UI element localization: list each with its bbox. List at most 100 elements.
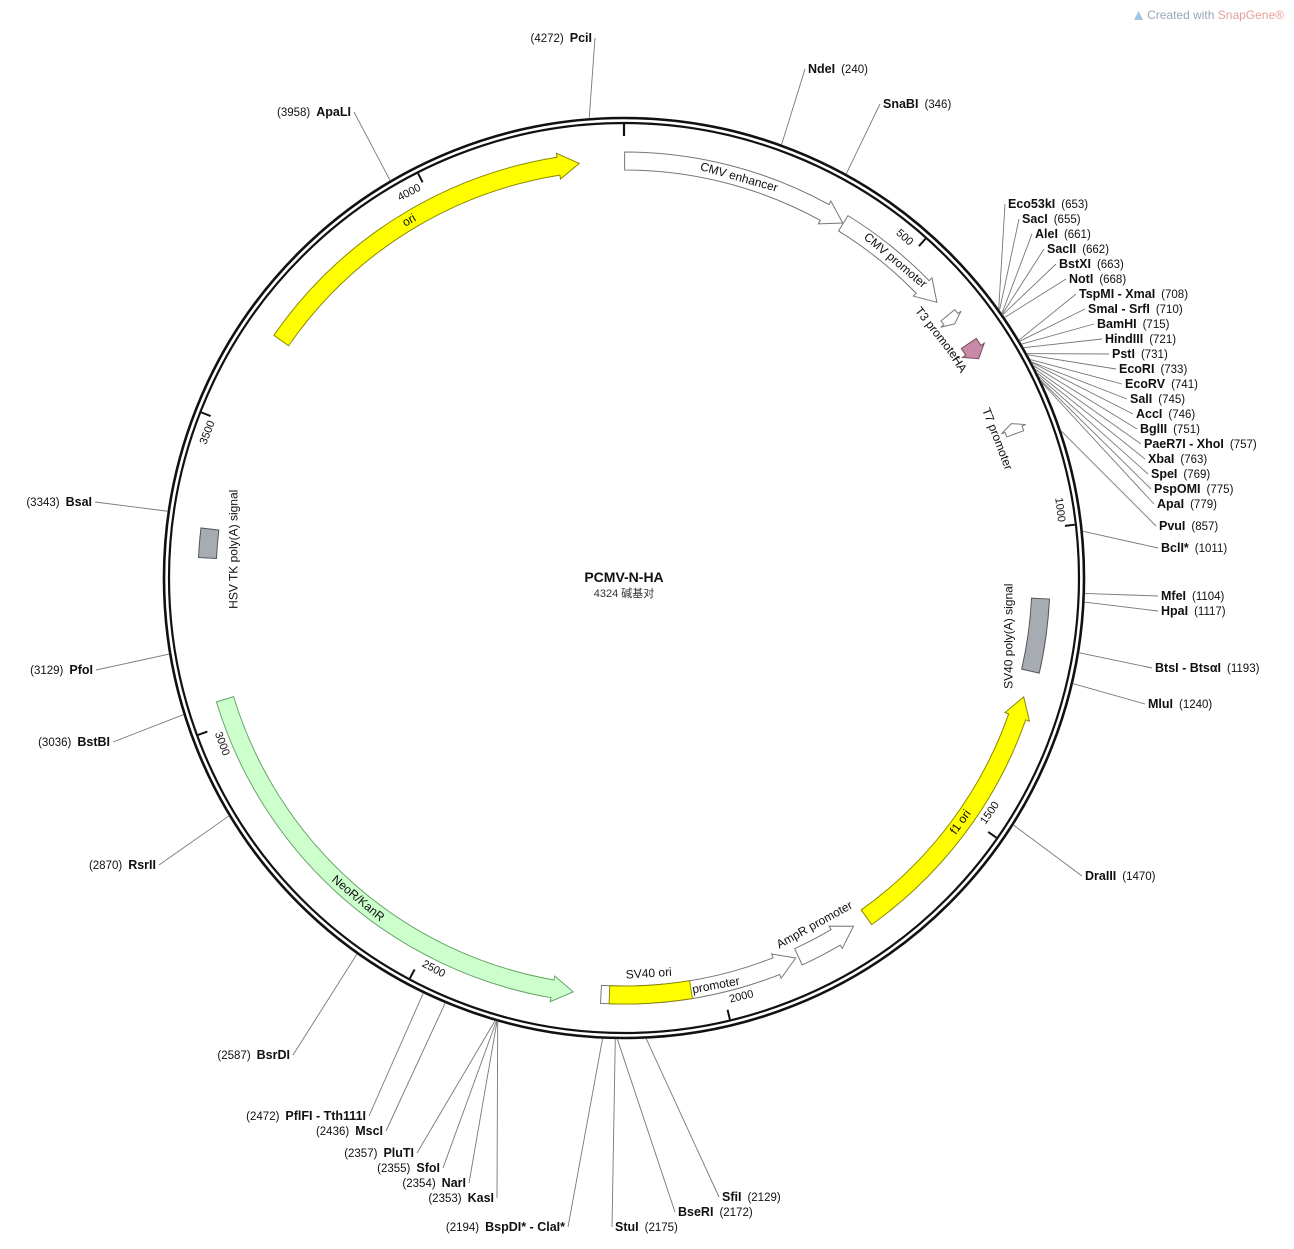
site-acci[interactable]: AccI(746) [1031,361,1195,421]
site-bglii[interactable]: BglII(751) [1032,364,1200,436]
site-snabi[interactable]: SnaBI(346) [845,97,951,175]
site-bcli[interactable]: BclI*(1011) [1082,530,1228,555]
site-hindiii[interactable]: HindIII(721) [1023,332,1176,349]
site-bamhi[interactable]: BamHI(715) [1021,317,1170,345]
site-smai-srfi[interactable]: SmaI - SrfI(710) [1019,302,1183,342]
site-msci[interactable]: (2436)MscI [316,1002,446,1138]
feature-ha[interactable] [960,337,986,360]
site-eco53ki[interactable]: Eco53kI(653) [998,197,1089,310]
site-nari[interactable]: (2354)NarI [402,1021,498,1190]
site-rsrii[interactable]: (2870)RsrII [89,815,230,872]
plasmid-length: 4324 碱基对 [594,586,655,600]
feature-sv40-ori[interactable] [608,980,693,1005]
feature-t7-promoter[interactable] [1001,423,1026,438]
feature-neor-kanr[interactable] [215,695,575,1003]
site-label: MfeI(1104) [1161,589,1225,603]
site-label: (2436)MscI [316,1124,383,1138]
plasmid-backbone [162,116,1086,1040]
site-pfoi[interactable]: (3129)PfoI [30,653,170,677]
site-enzyme-name: MfeI [1161,589,1186,603]
feature-hsv-tk-poly-a-signal[interactable] [197,527,220,559]
site-position: (2175) [645,1222,678,1234]
site-enzyme-name: ApaI [1157,497,1184,511]
site-label: PstI(731) [1112,347,1168,361]
site-enzyme-name: PluTI [383,1146,414,1160]
site-sfii[interactable]: SfiI(2129) [645,1038,781,1204]
site-alei[interactable]: AleI(661) [1001,227,1091,314]
site-pcii[interactable]: (4272)PciI [531,31,596,119]
site-noti[interactable]: NotI(668) [1004,272,1126,319]
site-position: (779) [1190,499,1217,511]
site-btsi-bts-i[interactable]: BtsI - BtsαI(1193) [1078,652,1260,675]
site-label: NdeI(240) [808,62,868,76]
site-saci[interactable]: SacI(655) [999,212,1081,311]
site-ndei[interactable]: NdeI(240) [781,62,869,145]
site-leader-line [845,103,881,175]
feature-sv40-poly-a-signal[interactable] [1021,597,1051,674]
feature-cmv-promoter[interactable] [837,214,938,304]
site-hpai[interactable]: HpaI(1117) [1084,601,1226,618]
site-label: (3036)BstBI [38,735,110,749]
site-bsrdi[interactable]: (2587)BsrDI [217,953,358,1062]
site-position: (3036) [38,737,71,749]
feature-ori[interactable] [273,152,581,347]
site-position: (746) [1168,409,1195,421]
site-enzyme-name: BglII [1140,422,1167,436]
site-draiii[interactable]: DraIII(1470) [1013,824,1156,883]
site-enzyme-name: MscI [355,1124,383,1138]
site-leader-line [1034,368,1142,445]
site-position: (1193) [1227,663,1260,675]
site-enzyme-name: KasI [468,1191,494,1205]
site-spei[interactable]: SpeI(769) [1038,375,1210,481]
site-bstbi[interactable]: (3036)BstBI [38,714,184,749]
site-paer7i-xhoi[interactable]: PaeR7I - XhoI(757) [1034,368,1257,451]
site-tspmi-xmai[interactable]: TspMI - XmaI(708) [1018,287,1188,341]
scale-tick [197,730,208,736]
site-enzyme-name: SnaBI [883,97,918,111]
site-sfoi[interactable]: (2355)SfoI [377,1020,497,1175]
site-psti[interactable]: PstI(731) [1026,347,1168,361]
feature-ampr-promoter[interactable] [794,925,855,966]
site-kasi[interactable]: (2353)KasI [428,1021,499,1205]
site-sali[interactable]: SalI(745) [1030,361,1185,406]
site-label: EcoRV(741) [1125,377,1198,391]
feature-f1-ori[interactable] [860,696,1031,926]
site-apali[interactable]: (3958)ApaLI [277,105,391,181]
site-leader-line [1078,652,1153,669]
site-position: (731) [1141,349,1168,361]
site-leader-line [611,1038,616,1228]
site-apai[interactable]: ApaI (779) [1040,381,1217,511]
site-position: (1011) [1195,543,1228,555]
site-mlui[interactable]: MluI(1240) [1072,683,1213,711]
site-sacii[interactable]: SacII(662) [1001,242,1109,315]
site-label: HindIII(721) [1105,332,1176,346]
feature-cmv-enhancer[interactable] [624,151,844,225]
backbone-outer [162,116,1086,1040]
site-xbai[interactable]: XbaI(763) [1036,372,1208,466]
site-label: BclI*(1011) [1161,541,1227,555]
site-bspdi-clai[interactable]: (2194)BspDI* - ClaI* [446,1038,604,1234]
snapgene-watermark: Created with SnapGene® [1134,8,1284,22]
feature-t3-promoter[interactable] [940,308,962,328]
site-enzyme-name: PvuI [1159,519,1185,533]
site-ecorv[interactable]: EcoRV(741) [1029,358,1198,391]
site-label: SacII(662) [1047,242,1109,256]
scale-tick-label: 3500 [198,419,218,446]
site-pluti[interactable]: (2357)PluTI [344,1020,496,1160]
site-pvui[interactable]: PvuI(857) [1060,430,1219,533]
site-position: (2129) [747,1192,780,1204]
site-stui[interactable]: StuI(2175) [611,1038,678,1234]
site-mfei[interactable]: MfeI(1104) [1084,589,1225,603]
site-pspomi[interactable]: PspOMI(775) [1039,379,1234,496]
site-label: SnaBI(346) [883,97,951,111]
site-pflfi-tth111i[interactable]: (2472)PflFI - Tth111I [246,992,424,1123]
site-ecori[interactable]: EcoRI(733) [1027,354,1187,376]
site-label: XbaI(763) [1148,452,1207,466]
site-leader-line [1082,530,1159,549]
site-leader-line [1072,683,1146,705]
site-position: (3343) [26,497,59,509]
site-bseri[interactable]: BseRI(2172) [616,1038,753,1219]
site-bstxi[interactable]: BstXI(663) [1002,257,1124,316]
site-bsai[interactable]: (3343)BsaI [26,495,168,512]
